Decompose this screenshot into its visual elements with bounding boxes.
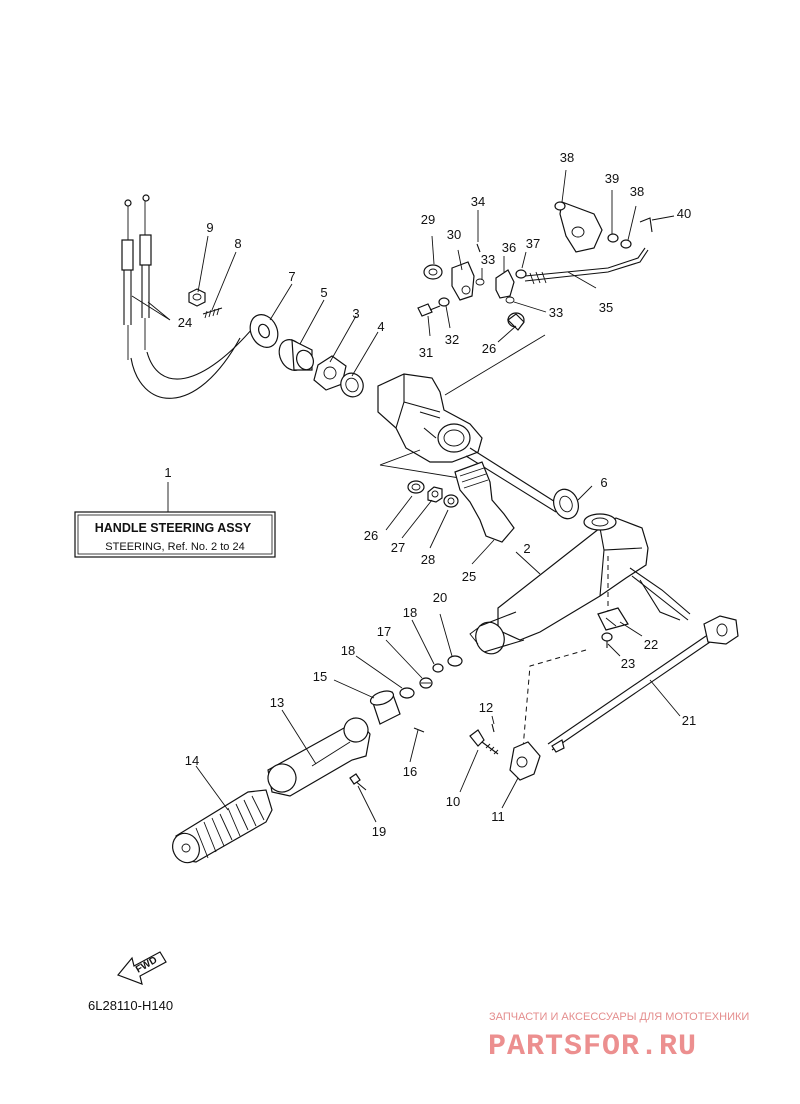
callout-25: 25	[462, 569, 476, 584]
callout-4: 4	[377, 319, 384, 334]
callout-39: 39	[605, 171, 619, 186]
watermark: ЗАПЧАСТИ И АКСЕССУАРЫ ДЛЯ МОТОТЕХНИКИ PA…	[488, 1011, 749, 1064]
callout-40: 40	[677, 206, 691, 221]
callout-36: 36	[502, 240, 516, 255]
callout-26b: 26	[364, 528, 378, 543]
callout-14: 14	[185, 753, 199, 768]
callout-23: 23	[621, 656, 635, 671]
steering-bracket	[377, 334, 561, 513]
watermark-tagline: ЗАПЧАСТИ И АКСЕССУАРЫ ДЛЯ МОТОТЕХНИКИ	[489, 1011, 749, 1023]
callout-31: 31	[419, 345, 433, 360]
callout-34: 34	[471, 194, 485, 209]
callout-18b: 18	[341, 643, 355, 658]
callout-37: 37	[526, 236, 540, 251]
callout-5: 5	[320, 285, 327, 300]
callout-29: 29	[421, 212, 435, 227]
callout-15: 15	[313, 669, 327, 684]
callout-2: 2	[523, 541, 530, 556]
throttle-cables	[121, 194, 259, 399]
fwd-arrow-icon: FWD	[117, 951, 167, 985]
callout-11: 11	[491, 809, 505, 824]
callout-13: 13	[270, 695, 284, 710]
callout-8: 8	[234, 236, 241, 251]
callout-19: 19	[372, 824, 386, 839]
callout-33b: 33	[549, 305, 563, 320]
throttle-grip-parts	[172, 655, 463, 864]
callout-38a: 38	[560, 150, 574, 165]
handle-mounting-parts	[407, 461, 579, 543]
tiller-handle	[469, 513, 691, 761]
callout-27: 27	[391, 540, 405, 555]
assembly-reference-box: HANDLE STEERING ASSY STEERING, Ref. No. …	[74, 511, 276, 558]
callout-numbers: 1 2 3 4 5 6 7 8 9 10 11 12 13 14 15 16 1…	[164, 150, 696, 839]
callout-20: 20	[433, 590, 447, 605]
callout-1: 1	[164, 465, 171, 480]
watermark-brand: PARTSFOR.RU	[488, 1030, 697, 1064]
callout-7: 7	[288, 269, 295, 284]
callout-6: 6	[600, 475, 607, 490]
diagram-code: 6L28110-H140	[88, 998, 173, 1013]
leader-lines	[131, 169, 681, 823]
upper-shaft-parts	[188, 288, 364, 398]
callout-17: 17	[377, 624, 391, 639]
callout-3: 3	[352, 306, 359, 321]
callout-26a: 26	[482, 341, 496, 356]
callout-33a: 33	[481, 252, 495, 267]
throttle-linkage	[417, 201, 653, 331]
assembly-subtitle: STEERING, Ref. No. 2 to 24	[105, 541, 244, 553]
callout-35: 35	[599, 300, 613, 315]
callout-9: 9	[206, 220, 213, 235]
callout-24: 24	[178, 315, 192, 330]
callout-18a: 18	[403, 605, 417, 620]
callout-22: 22	[644, 637, 658, 652]
callout-28: 28	[421, 552, 435, 567]
throttle-cable-lower	[547, 607, 739, 753]
assembly-title: HANDLE STEERING ASSY	[95, 521, 252, 535]
stop-switch-parts	[469, 723, 541, 781]
callout-38b: 38	[630, 184, 644, 199]
callout-16: 16	[403, 764, 417, 779]
callout-32: 32	[445, 332, 459, 347]
callout-30: 30	[447, 227, 461, 242]
callout-12: 12	[479, 700, 493, 715]
callout-21: 21	[682, 713, 696, 728]
callout-10: 10	[446, 794, 460, 809]
